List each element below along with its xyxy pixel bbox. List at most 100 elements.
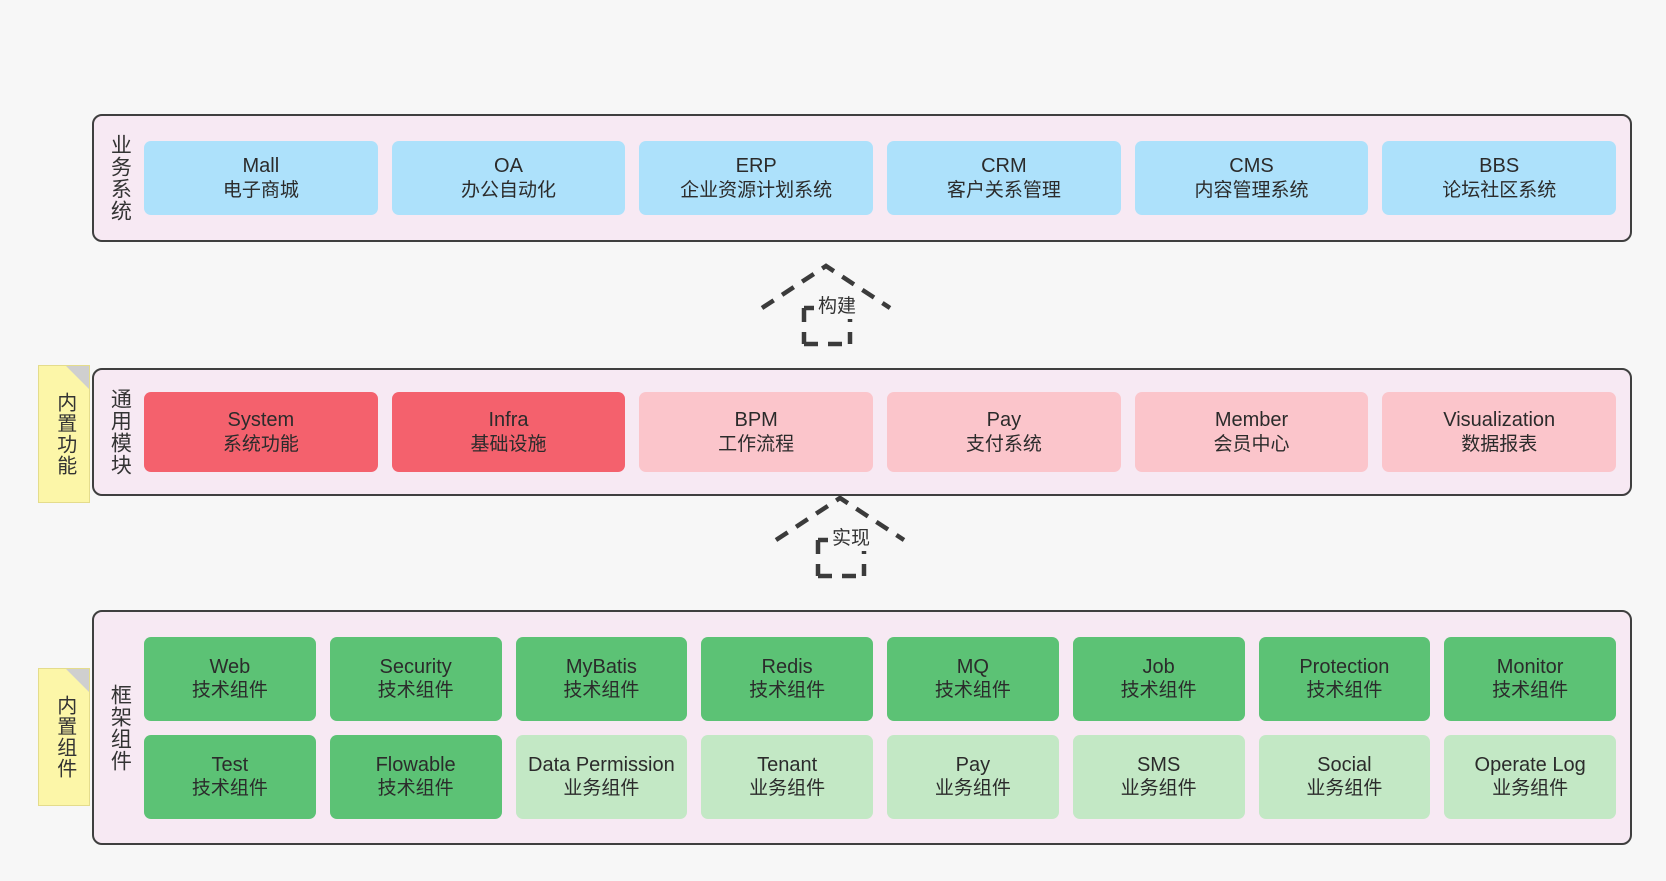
module-desc: 数据报表 bbox=[1461, 433, 1538, 455]
note-builtin-components: 内置组件 bbox=[38, 668, 90, 806]
module-name: Infra bbox=[488, 409, 529, 432]
module-desc: 技术组件 bbox=[377, 778, 454, 800]
layer-framework-component-body: Web 技术组件 Security 技术组件 MyBatis 技术组件 Redi… bbox=[144, 612, 1630, 843]
module-card-web[interactable]: Web 技术组件 bbox=[144, 636, 316, 721]
module-name: BPM bbox=[734, 409, 778, 432]
connector-build: 构建 bbox=[752, 252, 912, 362]
module-card-mybatis[interactable]: MyBatis 技术组件 bbox=[515, 636, 688, 721]
module-name: Mall bbox=[242, 155, 280, 178]
module-name: OA bbox=[494, 155, 523, 178]
module-desc: 系统功能 bbox=[222, 433, 299, 455]
module-desc: 技术组件 bbox=[191, 778, 268, 800]
connector-implement-label: 实现 bbox=[828, 522, 875, 551]
module-desc: 工作流程 bbox=[718, 433, 795, 455]
module-card-social[interactable]: Social 业务组件 bbox=[1258, 734, 1431, 819]
module-desc: 技术组件 bbox=[1306, 680, 1383, 702]
module-name: Redis bbox=[761, 655, 813, 678]
module-desc: 技术组件 bbox=[1492, 680, 1569, 702]
note-label: 内置组件 bbox=[53, 695, 76, 779]
module-desc: 业务组件 bbox=[1492, 778, 1569, 800]
module-desc: 业务组件 bbox=[934, 778, 1011, 800]
common-module-row: System 系统功能 Infra 基础设施 BPM 工作流程 Pay 支付系统… bbox=[144, 392, 1617, 472]
module-card-bpm[interactable]: BPM 工作流程 bbox=[639, 392, 874, 472]
module-card-flowable[interactable]: Flowable 技术组件 bbox=[329, 734, 502, 819]
module-desc: 技术组件 bbox=[377, 680, 454, 702]
module-name: CRM bbox=[981, 155, 1027, 178]
layer-framework-component: 框架组件 Web 技术组件 Security 技术组件 MyBatis 技术组件… bbox=[92, 610, 1632, 845]
business-system-row: Mall 电子商城 OA 办公自动化 ERP 企业资源计划系统 CRM 客户关系… bbox=[144, 141, 1617, 215]
module-desc: 内容管理系统 bbox=[1194, 179, 1309, 201]
module-card-security[interactable]: Security 技术组件 bbox=[329, 636, 502, 721]
layer-business-system-label: 业务系统 bbox=[108, 134, 132, 222]
connector-implement: 实现 bbox=[766, 484, 926, 594]
module-name: Visualization bbox=[1443, 409, 1556, 432]
generalization-arrow-icon bbox=[774, 495, 906, 579]
module-desc: 业务组件 bbox=[1120, 778, 1197, 800]
module-card-tenant[interactable]: Tenant 业务组件 bbox=[701, 734, 873, 819]
module-desc: 技术组件 bbox=[749, 680, 826, 702]
layer-business-system: 业务系统 Mall 电子商城 OA 办公自动化 ERP 企业资源计划系统 CRM… bbox=[92, 114, 1632, 242]
module-desc: 技术组件 bbox=[934, 680, 1011, 702]
connector-build-label: 构建 bbox=[814, 290, 861, 319]
module-desc: 技术组件 bbox=[1120, 680, 1197, 702]
module-name: Tenant bbox=[757, 753, 818, 776]
module-desc: 业务组件 bbox=[749, 778, 826, 800]
module-name: BBS bbox=[1479, 155, 1520, 178]
module-desc: 电子商城 bbox=[222, 179, 299, 201]
module-name: Social bbox=[1317, 753, 1372, 776]
module-name: Data Permission bbox=[528, 753, 675, 776]
module-card-mq[interactable]: MQ 技术组件 bbox=[887, 636, 1059, 721]
module-name: Web bbox=[209, 655, 251, 678]
module-name: Operate Log bbox=[1474, 753, 1586, 776]
module-desc: 技术组件 bbox=[563, 680, 640, 702]
module-card-operate-log[interactable]: Operate Log 业务组件 bbox=[1444, 734, 1616, 819]
module-name: SMS bbox=[1136, 753, 1181, 776]
module-card-crm[interactable]: CRM 客户关系管理 bbox=[887, 141, 1121, 215]
module-card-bbs[interactable]: BBS 论坛社区系统 bbox=[1382, 141, 1617, 215]
module-desc: 业务组件 bbox=[1306, 778, 1383, 800]
module-card-pay-business[interactable]: Pay 业务组件 bbox=[887, 734, 1059, 819]
module-name: Member bbox=[1214, 409, 1289, 432]
module-card-redis[interactable]: Redis 技术组件 bbox=[701, 636, 873, 721]
module-name: Pay bbox=[986, 409, 1022, 432]
module-name: Monitor bbox=[1496, 655, 1564, 678]
module-name: Pay bbox=[955, 753, 991, 776]
module-desc: 企业资源计划系统 bbox=[680, 179, 833, 201]
module-name: Flowable bbox=[375, 753, 456, 776]
module-card-sms[interactable]: SMS 业务组件 bbox=[1072, 734, 1245, 819]
module-card-monitor[interactable]: Monitor 技术组件 bbox=[1444, 636, 1616, 721]
module-card-visualization[interactable]: Visualization 数据报表 bbox=[1382, 392, 1617, 472]
layer-common-module: 通用模块 System 系统功能 Infra 基础设施 BPM 工作流程 Pay… bbox=[92, 368, 1632, 496]
layer-common-module-body: System 系统功能 Infra 基础设施 BPM 工作流程 Pay 支付系统… bbox=[144, 370, 1630, 494]
module-desc: 支付系统 bbox=[965, 433, 1042, 455]
module-card-data-permission[interactable]: Data Permission 业务组件 bbox=[515, 734, 688, 819]
module-desc: 办公自动化 bbox=[461, 179, 557, 201]
module-name: MyBatis bbox=[565, 655, 637, 678]
framework-tech-row: Web 技术组件 Security 技术组件 MyBatis 技术组件 Redi… bbox=[144, 636, 1616, 721]
module-card-infra[interactable]: Infra 基础设施 bbox=[391, 392, 626, 472]
module-name: System bbox=[227, 409, 295, 432]
module-name: Test bbox=[211, 753, 249, 776]
layer-business-system-body: Mall 电子商城 OA 办公自动化 ERP 企业资源计划系统 CRM 客户关系… bbox=[144, 116, 1630, 240]
module-card-erp[interactable]: ERP 企业资源计划系统 bbox=[639, 141, 874, 215]
module-card-oa[interactable]: OA 办公自动化 bbox=[391, 141, 626, 215]
module-card-member[interactable]: Member 会员中心 bbox=[1134, 392, 1369, 472]
module-name: CMS bbox=[1229, 155, 1274, 178]
module-card-pay[interactable]: Pay 支付系统 bbox=[887, 392, 1121, 472]
module-card-protection[interactable]: Protection 技术组件 bbox=[1258, 636, 1431, 721]
layer-framework-component-label: 框架组件 bbox=[108, 683, 132, 772]
module-name: Security bbox=[379, 655, 452, 678]
module-card-system[interactable]: System 系统功能 bbox=[144, 392, 378, 472]
module-card-job[interactable]: Job 技术组件 bbox=[1072, 636, 1245, 721]
module-desc: 论坛社区系统 bbox=[1442, 179, 1557, 201]
module-desc: 基础设施 bbox=[470, 433, 547, 455]
module-card-cms[interactable]: CMS 内容管理系统 bbox=[1134, 141, 1369, 215]
module-card-mall[interactable]: Mall 电子商城 bbox=[144, 141, 378, 215]
module-card-test[interactable]: Test 技术组件 bbox=[144, 734, 316, 819]
module-name: MQ bbox=[956, 655, 989, 678]
module-desc: 技术组件 bbox=[191, 680, 268, 702]
module-name: Protection bbox=[1299, 655, 1390, 678]
module-name: Job bbox=[1142, 655, 1175, 678]
generalization-arrow-icon bbox=[760, 263, 892, 347]
